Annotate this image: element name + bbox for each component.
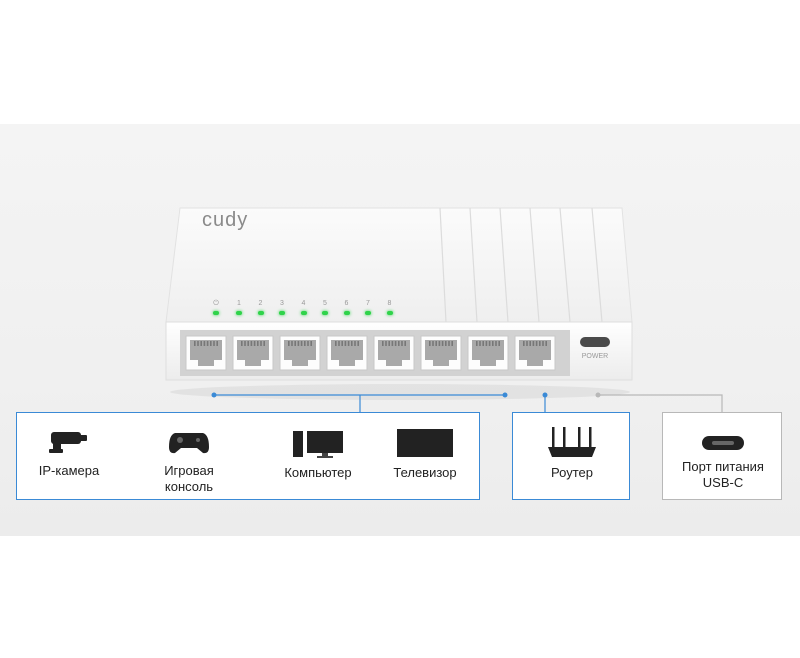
tv-icon bbox=[397, 429, 453, 457]
led-indicator bbox=[236, 311, 242, 315]
device-router: Роутер bbox=[513, 425, 631, 481]
power-port-group: Порт питания USB-C bbox=[662, 412, 782, 500]
device-label: Компьютер bbox=[284, 465, 352, 480]
port-led: 2 bbox=[254, 300, 268, 315]
led-indicator bbox=[365, 311, 371, 315]
router-icon bbox=[548, 427, 596, 457]
port-led: 7 bbox=[361, 300, 375, 315]
rj45-port bbox=[279, 335, 321, 371]
led-label: 1 bbox=[237, 300, 241, 307]
led-row: ⏻ 1 2 3 4 5 6 7 8 bbox=[205, 300, 405, 316]
rj45-port bbox=[514, 335, 556, 371]
led-indicator bbox=[386, 311, 393, 315]
rj45-port bbox=[232, 335, 274, 371]
device-tv: Телевизор bbox=[383, 427, 467, 481]
device-label: Роутер bbox=[551, 465, 593, 480]
led-label: 6 bbox=[344, 300, 349, 307]
led-label: 7 bbox=[366, 300, 370, 307]
power-port: Порт питания USB-C bbox=[663, 433, 783, 491]
device-label: IP-камера bbox=[38, 463, 100, 478]
rj45-port bbox=[467, 335, 509, 371]
gamepad-icon bbox=[169, 433, 209, 454]
ip-camera-icon bbox=[49, 432, 87, 453]
device-label: Порт питания USB-C bbox=[682, 459, 764, 490]
power-icon: ⏻ bbox=[213, 300, 219, 307]
ethernet-switch: POWER bbox=[165, 207, 633, 400]
usb-c-port bbox=[580, 337, 610, 347]
cudy-logo: cudy bbox=[202, 209, 249, 231]
power-label: POWER bbox=[582, 353, 608, 360]
led-indicator bbox=[300, 311, 307, 315]
device-label: Игровая консоль bbox=[164, 463, 214, 494]
usb-c-port-icon bbox=[702, 436, 744, 450]
device-computer: Компьютер bbox=[273, 427, 363, 481]
led-indicator bbox=[322, 311, 328, 315]
device-label: Телевизор bbox=[393, 465, 457, 480]
device-game-console: Игровая консоль bbox=[141, 427, 237, 495]
computer-icon bbox=[293, 431, 343, 458]
port-led: 4 bbox=[297, 300, 311, 315]
rj45-port bbox=[185, 335, 227, 371]
rj45-port bbox=[373, 335, 415, 371]
led-label: 8 bbox=[387, 300, 392, 307]
led-indicator bbox=[279, 311, 285, 315]
led-indicator bbox=[343, 311, 350, 315]
led-label: 4 bbox=[301, 300, 306, 307]
power-led: ⏻ bbox=[209, 300, 223, 315]
port-led: 3 bbox=[275, 300, 289, 315]
port-led: 6 bbox=[340, 300, 354, 315]
router-group: Роутер bbox=[512, 412, 630, 500]
led-label: 2 bbox=[258, 300, 263, 307]
device-ip-camera: IP-камера bbox=[25, 427, 113, 479]
rj45-port bbox=[326, 335, 368, 371]
led-label: 5 bbox=[323, 300, 327, 307]
led-indicator bbox=[213, 311, 219, 315]
led-label: 3 bbox=[280, 300, 284, 307]
led-indicator bbox=[257, 311, 264, 315]
port-led: 5 bbox=[318, 300, 332, 315]
rj45-ports bbox=[185, 335, 556, 371]
port-led: 1 bbox=[232, 300, 246, 315]
port-led: 8 bbox=[383, 300, 397, 315]
client-devices-group: IP-камера Игровая консоль Компьютер Теле… bbox=[16, 412, 480, 500]
rj45-port bbox=[420, 335, 462, 371]
